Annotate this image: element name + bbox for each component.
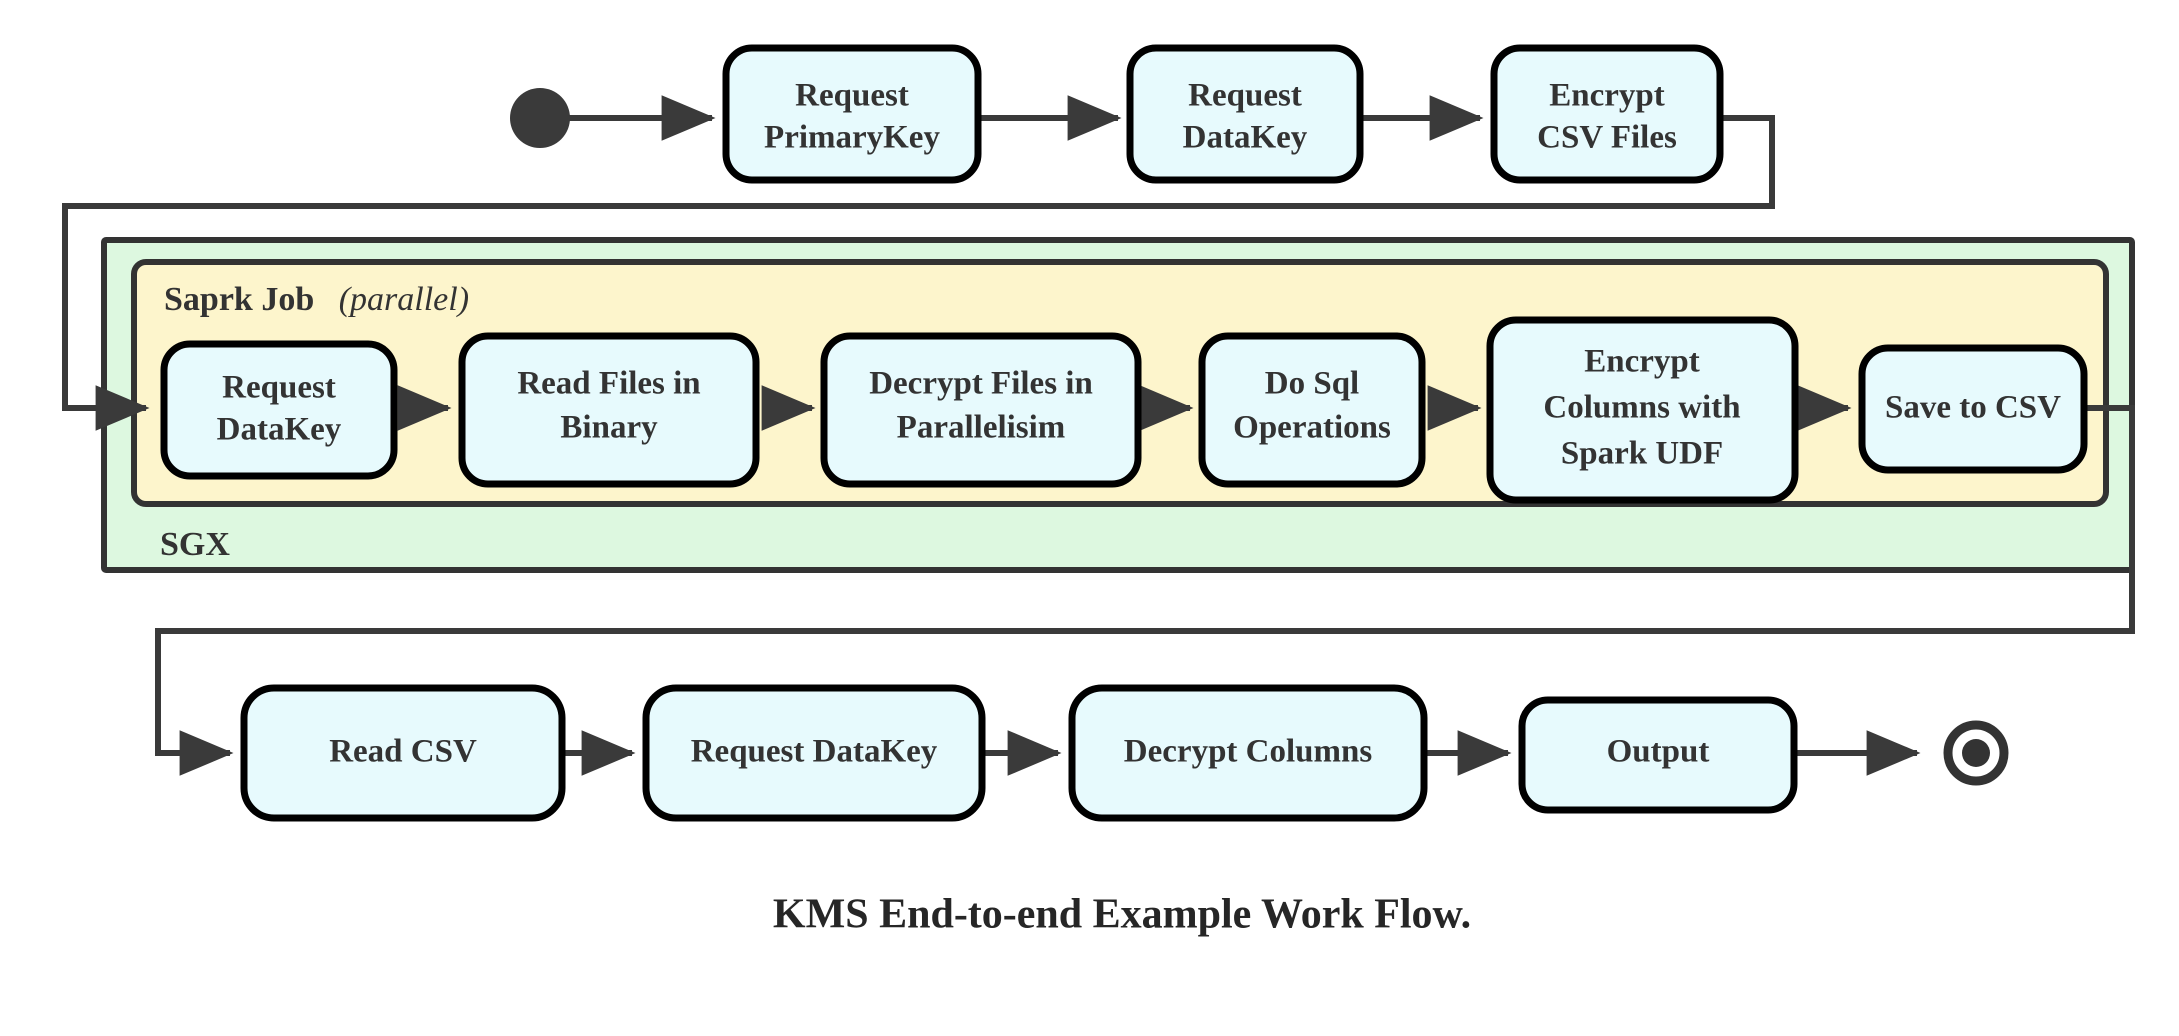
sgx-container-label: SGX <box>160 526 230 563</box>
end-node <box>1943 720 2009 786</box>
node-request-datakey-top-box[interactable] <box>1126 44 1364 184</box>
edge-encrypt-csv-files-to-request-datakey-spark <box>62 115 1775 431</box>
node-do-sql-operations-box[interactable] <box>1198 332 1426 488</box>
node-save-to-csv-label: Save to CSV <box>1885 390 2061 426</box>
end-node-inner-dot <box>1962 739 1990 767</box>
node-encrypt-csv-files-line-1: Encrypt <box>1549 78 1665 114</box>
node-encrypt-columns-with-spark-udf-box[interactable] <box>1486 316 1799 504</box>
node-request-datakey-spark-line-1: Request <box>222 370 336 406</box>
spark-job-container-label: Saprk Job (parallel) <box>164 281 469 318</box>
edge-layer <box>62 95 2135 776</box>
end-node-outer-ring <box>1943 720 2009 786</box>
node-request-primarykey-box[interactable] <box>722 44 982 184</box>
node-read-files-in-binary-line-1: Read Files in <box>517 366 700 402</box>
start-node <box>510 88 570 148</box>
node-save-to-csv-box[interactable] <box>1858 344 2088 474</box>
start-node-circle <box>510 88 570 148</box>
node-do-sql-operations-line-1: Do Sql <box>1265 366 1359 402</box>
spark-job-label-parallel: (parallel) <box>339 281 469 318</box>
node-encrypt-csv-files-line-2: CSV Files <box>1537 120 1677 156</box>
node-request-datakey-spark-box[interactable] <box>160 340 398 480</box>
node-encrypt-columns-with-spark-udf[interactable]: Encrypt Columns with Spark UDF <box>1486 316 1799 504</box>
edge-save-to-csv-to-read-csv <box>155 405 2135 776</box>
node-read-csv[interactable]: Read CSV <box>240 684 566 822</box>
node-encrypt-csv-files-box[interactable] <box>1490 44 1724 184</box>
node-decrypt-files-in-parallelisim-line-2: Parallelisim <box>897 410 1066 446</box>
node-decrypt-columns[interactable]: Decrypt Columns <box>1068 684 1428 822</box>
node-request-primarykey-line-2: PrimaryKey <box>764 120 940 156</box>
node-request-datakey-bottom[interactable]: Request DataKey <box>642 684 986 822</box>
diagram-caption: KMS End-to-end Example Work Flow. <box>773 892 1471 938</box>
node-request-datakey-top-line-2: DataKey <box>1183 120 1308 156</box>
node-request-primarykey[interactable]: Request PrimaryKey <box>722 44 982 184</box>
node-request-datakey-top-line-1: Request <box>1188 78 1302 114</box>
node-read-files-in-binary-box[interactable] <box>458 332 760 488</box>
node-request-primarykey-line-1: Request <box>795 78 909 114</box>
node-output-label: Output <box>1607 734 1710 770</box>
node-output-box[interactable] <box>1518 696 1798 814</box>
node-read-csv-label: Read CSV <box>329 734 477 770</box>
node-read-files-in-binary-line-2: Binary <box>560 410 658 446</box>
node-decrypt-files-in-parallelisim-line-1: Decrypt Files in <box>869 366 1093 402</box>
node-encrypt-columns-line-3: Spark UDF <box>1561 436 1723 472</box>
node-request-datakey-spark-line-2: DataKey <box>217 412 342 448</box>
node-decrypt-files-in-parallelisim[interactable]: Decrypt Files in Parallelisim <box>820 332 1142 488</box>
node-decrypt-columns-box[interactable] <box>1068 684 1428 822</box>
node-encrypt-csv-files[interactable]: Encrypt CSV Files <box>1490 44 1724 184</box>
spark-job-label-main: Saprk Job <box>164 281 314 318</box>
node-encrypt-columns-line-1: Encrypt <box>1584 344 1700 380</box>
node-output[interactable]: Output <box>1518 696 1798 814</box>
node-request-datakey-spark[interactable]: Request DataKey <box>160 340 398 480</box>
node-decrypt-columns-label: Decrypt Columns <box>1124 734 1373 770</box>
node-request-datakey-bottom-box[interactable] <box>642 684 986 822</box>
node-do-sql-operations[interactable]: Do Sql Operations <box>1198 332 1426 488</box>
node-encrypt-columns-line-2: Columns with <box>1543 390 1740 426</box>
node-read-csv-box[interactable] <box>240 684 566 822</box>
node-request-datakey-bottom-label: Request DataKey <box>691 734 938 770</box>
node-read-files-in-binary[interactable]: Read Files in Binary <box>458 332 760 488</box>
node-request-datakey-top[interactable]: Request DataKey <box>1126 44 1364 184</box>
node-decrypt-files-in-parallelisim-box[interactable] <box>820 332 1142 488</box>
node-save-to-csv[interactable]: Save to CSV <box>1858 344 2088 474</box>
node-do-sql-operations-line-2: Operations <box>1233 410 1391 446</box>
